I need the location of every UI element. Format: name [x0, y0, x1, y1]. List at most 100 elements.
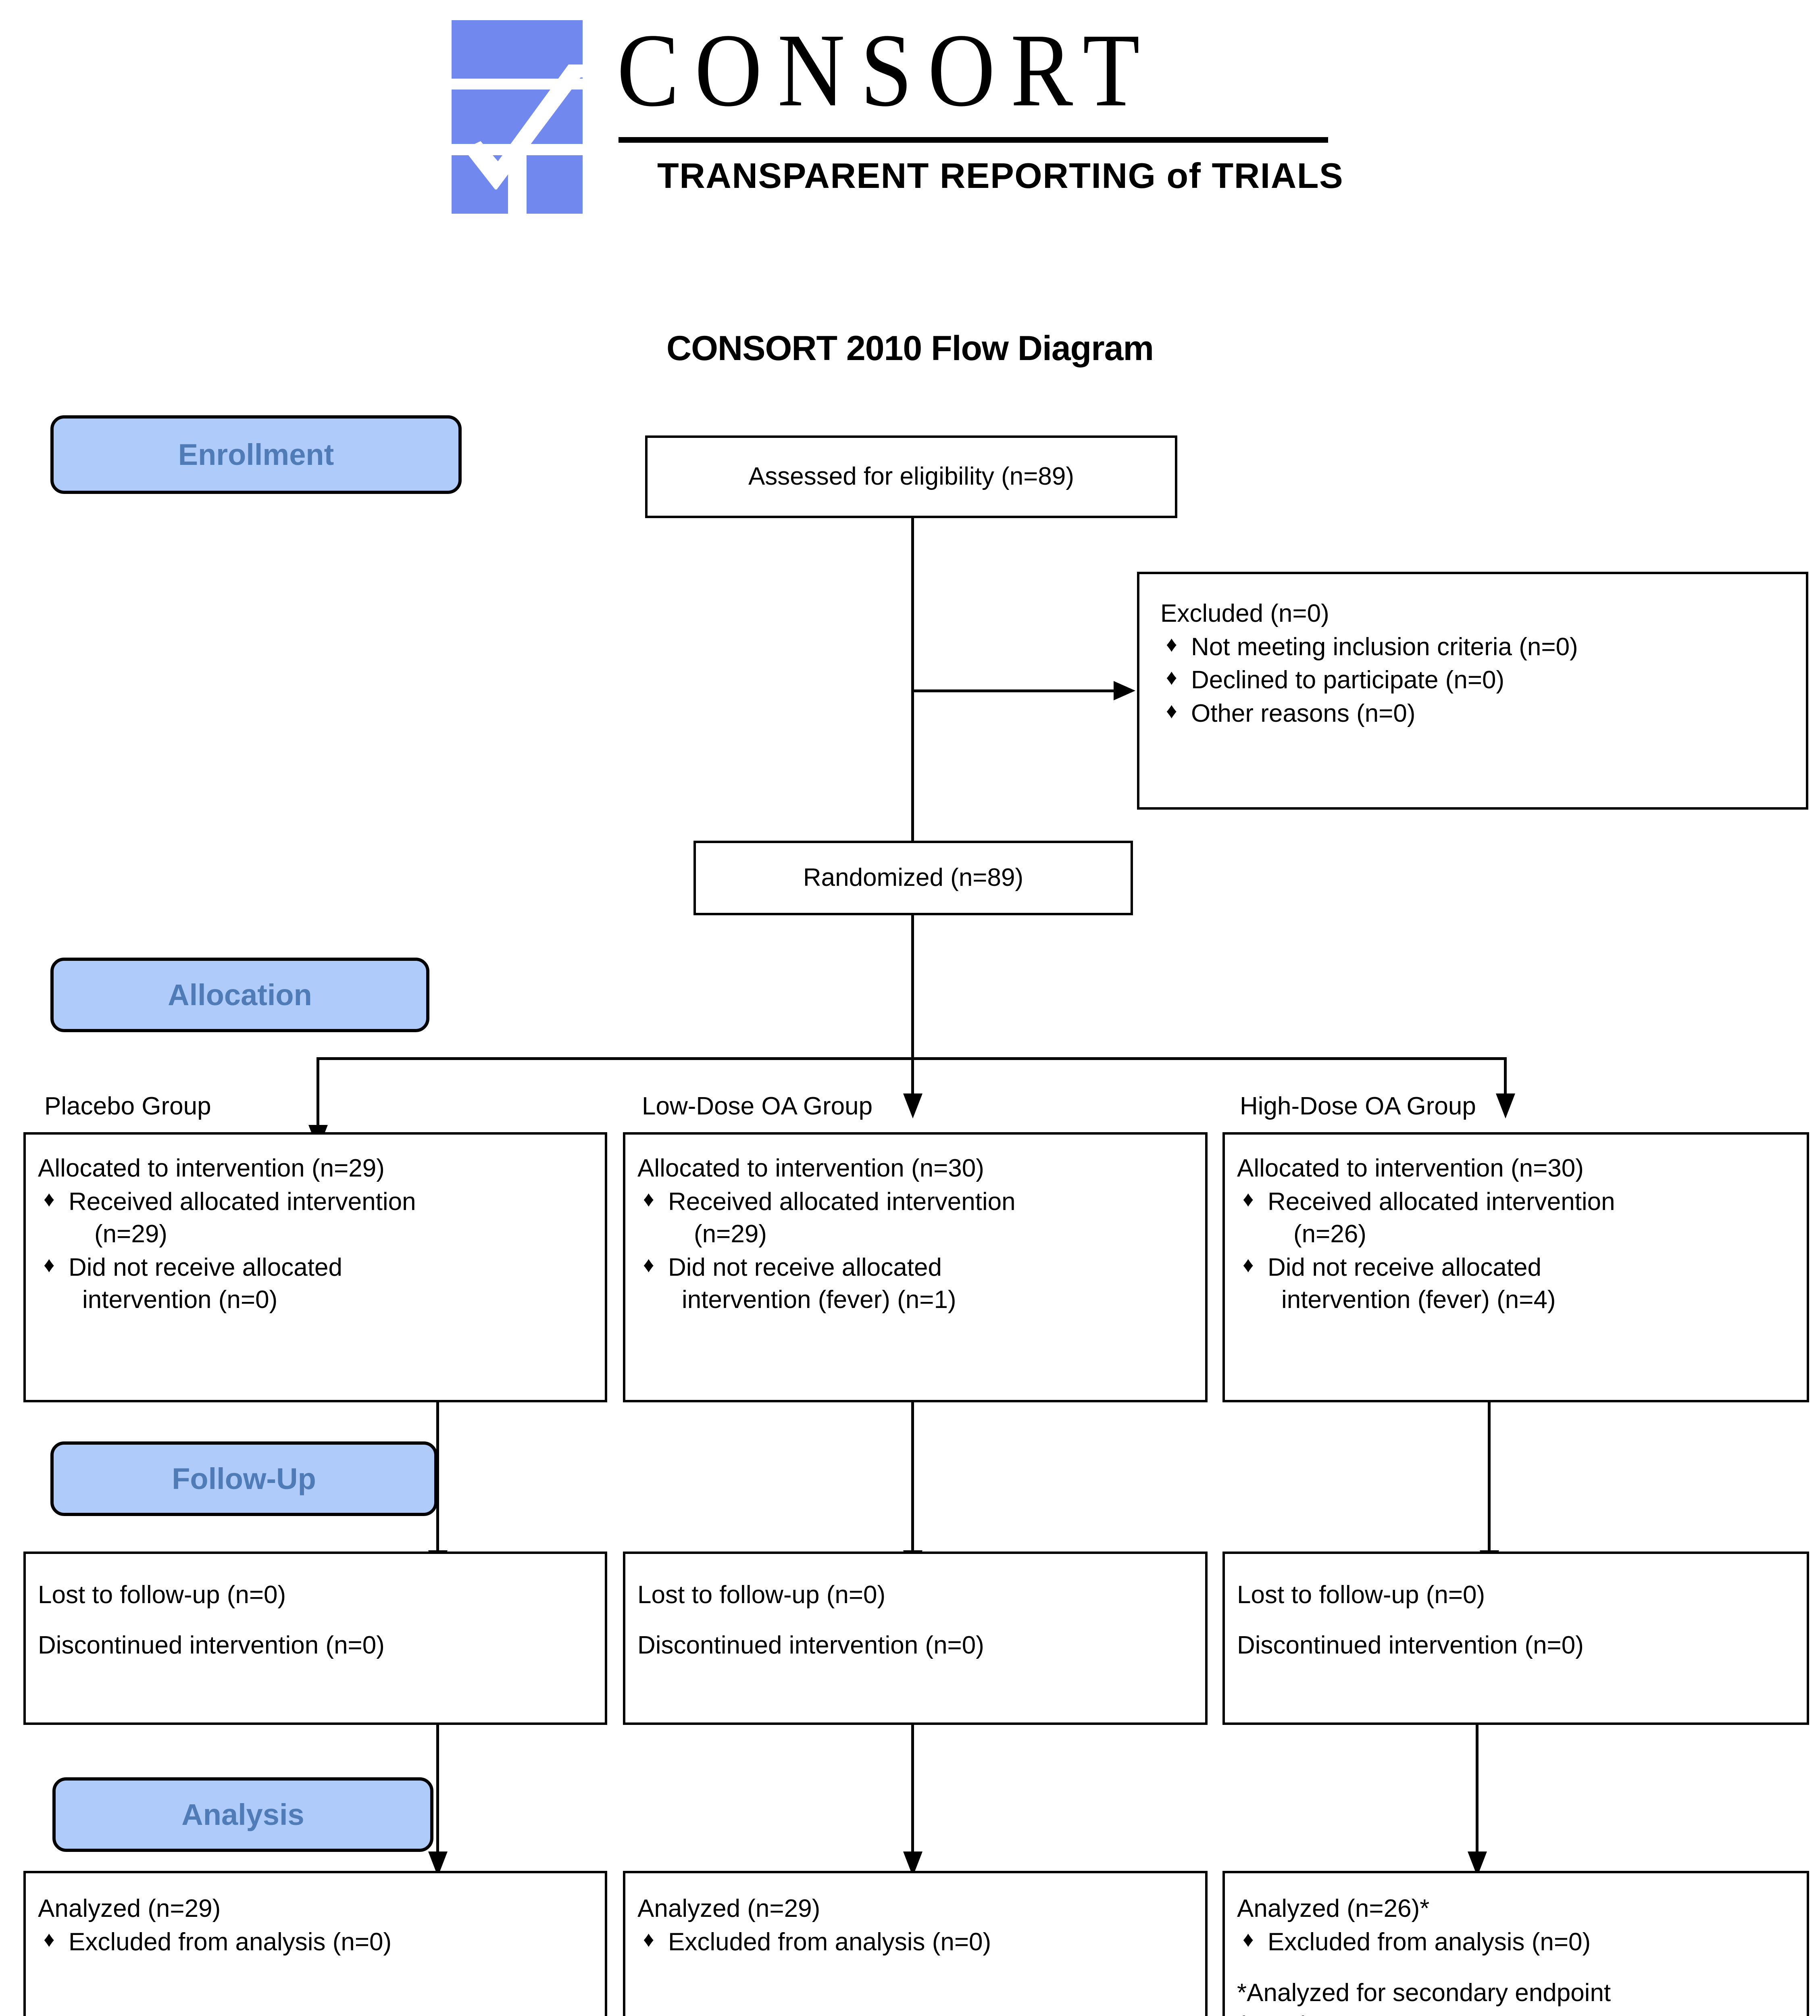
allocation-item-line1: Did not receive allocated [1268, 1253, 1541, 1281]
list-item: ♦ Excluded from analysis (n=0) [38, 1926, 593, 1959]
stage-label-analysis-text: Analysis [181, 1798, 304, 1831]
allocation-header: Allocated to intervention (n=30) [637, 1154, 984, 1182]
list-item: ♦ Other reasons (n=0) [1160, 698, 1794, 730]
diamond-bullet-icon: ♦ [1166, 632, 1177, 656]
excluded-box: Excluded (n=0) ♦ Not meeting inclusion c… [1137, 572, 1808, 810]
stage-label-followup-text: Follow-Up [172, 1462, 316, 1495]
diamond-bullet-icon: ♦ [643, 1927, 654, 1951]
allocation-item-line1: Did not receive allocated [69, 1253, 342, 1281]
list-item: ♦ Did not receive allocated intervention… [38, 1252, 593, 1316]
analysis-list: ♦ Excluded from analysis (n=0) [38, 1926, 593, 1959]
analysis-header: Analyzed (n=26)* [1237, 1895, 1430, 1922]
group-caption-high-dose: High-Dose OA Group [1240, 1092, 1476, 1120]
allocation-box-high-dose: Allocated to intervention (n=30) ♦ Recei… [1222, 1132, 1809, 1402]
analysis-note-line1: *Analyzed for secondary endpoint [1237, 1979, 1611, 2007]
arrow-down-icon [903, 1093, 922, 1118]
arrow-right-icon [1114, 681, 1135, 700]
allocation-header: Allocated to intervention (n=30) [1237, 1154, 1584, 1182]
excluded-reason-list: ♦ Not meeting inclusion criteria (n=0) ♦… [1160, 631, 1794, 730]
analysis-excluded-text: Excluded from analysis (n=0) [668, 1928, 991, 1956]
allocation-item-line2: (n=26) [1293, 1220, 1366, 1248]
connector-fu-to-analysis-left [436, 1725, 439, 1870]
diamond-bullet-icon: ♦ [1243, 1927, 1254, 1951]
followup-lost-text: Lost to follow-up (n=0) [637, 1581, 886, 1609]
list-item: ♦ Received allocated intervention (n=26) [1237, 1186, 1795, 1251]
connector-branch-right [1504, 1057, 1507, 1102]
allocation-item-line1: Received allocated intervention [668, 1187, 1016, 1216]
page-title: CONSORT 2010 Flow Diagram [666, 329, 1154, 368]
connector-fu-to-analysis-middle [911, 1725, 914, 1870]
allocation-header: Allocated to intervention (n=29) [38, 1154, 385, 1182]
consort-logo: CONSORT TRANSPARENT REPORTING of TRIALS [448, 12, 1375, 230]
stage-label-allocation-text: Allocation [168, 978, 312, 1012]
connector-alloc-to-fu-right [1488, 1402, 1491, 1572]
analysis-excluded-text: Excluded from analysis (n=0) [1268, 1928, 1591, 1956]
consort-logo-text: CONSORT TRANSPARENT REPORTING of TRIALS [617, 12, 1375, 218]
list-item: ♦ Received allocated intervention (n=29) [637, 1186, 1193, 1251]
analysis-header: Analyzed (n=29) [38, 1895, 221, 1922]
list-item: ♦ Excluded from analysis (n=0) [637, 1926, 1193, 1959]
allocation-box-low-dose: Allocated to intervention (n=30) ♦ Recei… [623, 1132, 1208, 1402]
connector-branch-middle [911, 1057, 914, 1102]
tagline-end: TRIALS [1212, 156, 1344, 196]
allocation-box-placebo: Allocated to intervention (n=29) ♦ Recei… [23, 1132, 607, 1402]
diamond-bullet-icon: ♦ [44, 1187, 55, 1211]
randomized-text: Randomized (n=89) [803, 864, 1024, 892]
randomized-box: Randomized (n=89) [693, 841, 1133, 915]
allocation-item-line1: Did not receive allocated [668, 1253, 942, 1281]
connector-randomized-down [911, 915, 914, 1058]
diamond-bullet-icon: ♦ [44, 1252, 55, 1277]
followup-box-low-dose: Lost to follow-up (n=0) Discontinued int… [623, 1552, 1208, 1725]
allocation-item-line1: Received allocated intervention [69, 1187, 416, 1216]
diamond-bullet-icon: ♦ [1243, 1187, 1254, 1211]
diamond-bullet-icon: ♦ [44, 1927, 55, 1951]
spacer [1237, 1612, 1795, 1629]
followup-lost-text: Lost to follow-up (n=0) [1237, 1581, 1485, 1609]
list-item: ♦ Excluded from analysis (n=0) [1237, 1926, 1795, 1959]
allocation-list: ♦ Received allocated intervention (n=26)… [1237, 1186, 1795, 1316]
list-item: ♦ Did not receive allocated intervention… [637, 1252, 1193, 1316]
list-item: ♦ Not meeting inclusion criteria (n=0) [1160, 631, 1794, 664]
allocation-list: ♦ Received allocated intervention (n=29)… [38, 1186, 593, 1316]
allocation-item-line1: Received allocated intervention [1268, 1187, 1615, 1216]
excluded-title: Excluded (n=0) [1160, 600, 1329, 627]
tagline-main: TRANSPARENT REPORTING [657, 156, 1156, 196]
list-item: ♦ Received allocated intervention (n=29) [38, 1186, 593, 1251]
analysis-box-placebo: Analyzed (n=29) ♦ Excluded from analysis… [23, 1871, 607, 2016]
connector-branch-left [317, 1057, 319, 1132]
allocation-item-line2: (n=29) [694, 1220, 767, 1248]
consort-wordmark: CONSORT [617, 12, 1155, 129]
stage-label-allocation: Allocation [50, 958, 429, 1032]
assessed-for-eligibility-box: Assessed for eligibility (n=89) [645, 435, 1177, 518]
spacer [38, 1612, 593, 1629]
arrow-down-icon [1496, 1093, 1515, 1118]
stage-label-enrollment-text: Enrollment [178, 438, 334, 471]
allocation-item-line2: intervention (n=0) [82, 1286, 278, 1314]
connector-alloc-to-fu-middle [911, 1402, 914, 1572]
allocation-item-line2: intervention (fever) (n=1) [682, 1286, 956, 1314]
followup-discontinued-text: Discontinued intervention (n=0) [1237, 1631, 1584, 1659]
followup-discontinued-text: Discontinued intervention (n=0) [38, 1631, 385, 1659]
excluded-reason-text: Declined to participate (n=0) [1191, 666, 1505, 694]
group-caption-low-dose: Low-Dose OA Group [642, 1092, 873, 1120]
analysis-box-high-dose: Analyzed (n=26)* ♦ Excluded from analysi… [1222, 1871, 1809, 2016]
allocation-list: ♦ Received allocated intervention (n=29)… [637, 1186, 1193, 1316]
consort-tagline: TRANSPARENT REPORTING of TRIALS [657, 155, 1343, 196]
connector-eligibility-trunk [911, 518, 914, 841]
stage-label-enrollment: Enrollment [50, 415, 462, 494]
connector-to-excluded [911, 689, 1115, 692]
logo-divider-rule [618, 137, 1328, 143]
analysis-excluded-text: Excluded from analysis (n=0) [69, 1928, 392, 1956]
stage-label-followup: Follow-Up [50, 1441, 437, 1516]
diamond-bullet-icon: ♦ [1166, 665, 1177, 690]
consort-logo-mark-icon [448, 16, 588, 218]
group-caption-placebo: Placebo Group [44, 1092, 211, 1120]
diamond-bullet-icon: ♦ [643, 1187, 654, 1211]
diamond-bullet-icon: ♦ [1166, 698, 1177, 723]
connector-fu-to-analysis-right [1476, 1725, 1478, 1870]
diamond-bullet-icon: ♦ [643, 1252, 654, 1277]
followup-lost-text: Lost to follow-up (n=0) [38, 1581, 286, 1609]
excluded-reason-text: Other reasons (n=0) [1191, 699, 1416, 727]
spacer [1237, 1959, 1795, 1977]
